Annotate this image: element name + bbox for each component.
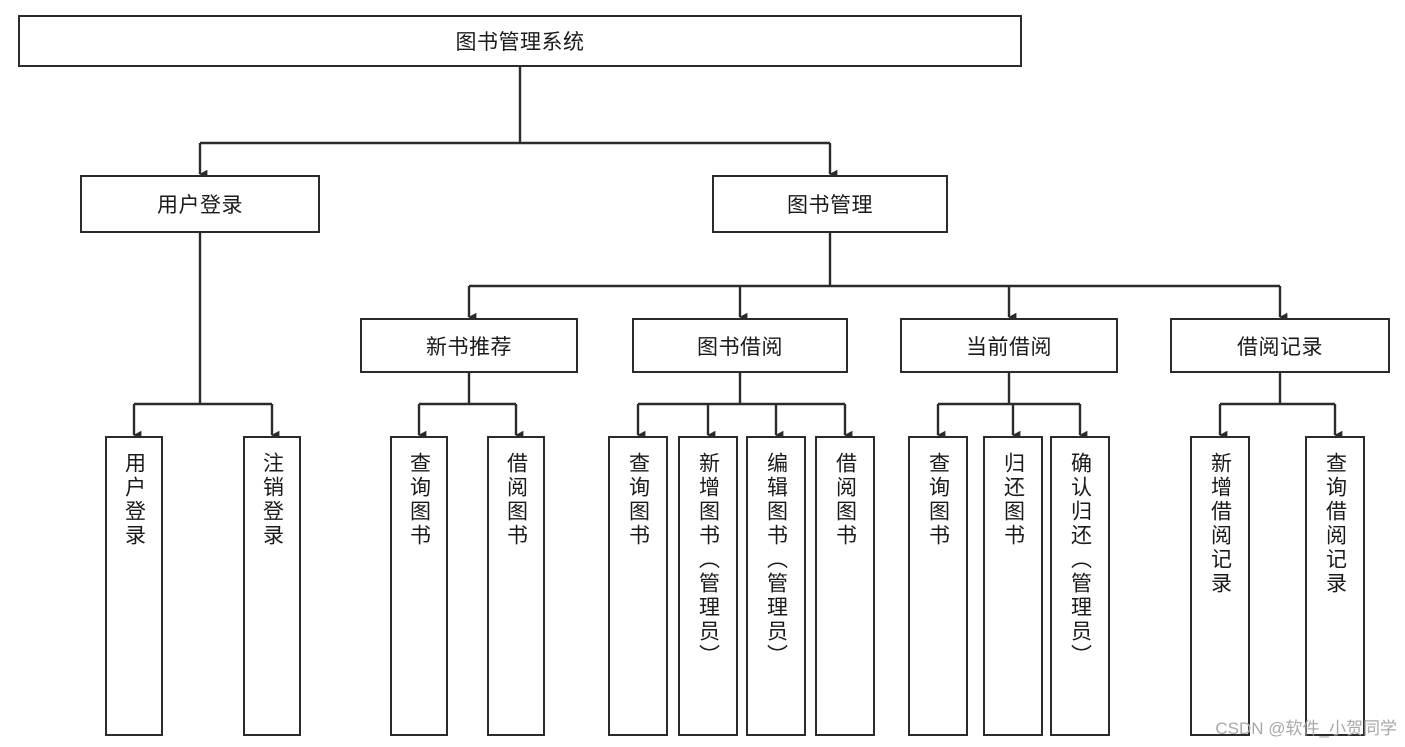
node-label: 新增借阅记录 [1208,452,1232,596]
node-label: 注销登录 [260,452,284,548]
node-leaf-nb-borrow[interactable]: 借阅图书 [487,436,545,736]
node-label: 确认归还（管理员） [1068,452,1092,668]
node-label: 编辑图书（管理员） [764,452,788,668]
node-login[interactable]: 用户登录 [80,175,320,233]
node-current[interactable]: 当前借阅 [900,318,1118,373]
node-leaf-bo-query[interactable]: 查询图书 [608,436,668,736]
node-label: 查询借阅记录 [1323,452,1347,596]
node-label: 图书借阅 [697,335,783,359]
node-records[interactable]: 借阅记录 [1170,318,1390,373]
node-label: 用户登录 [157,194,243,217]
node-label: 查询图书 [407,452,431,548]
node-label: 当前借阅 [966,335,1052,359]
node-newbooks[interactable]: 新书推荐 [360,318,578,373]
node-label: 新增图书（管理员） [696,452,720,668]
node-leaf-user-logout[interactable]: 注销登录 [243,436,301,736]
node-leaf-user-login[interactable]: 用户登录 [105,436,163,736]
node-leaf-nb-query[interactable]: 查询图书 [390,436,448,736]
node-leaf-cu-return[interactable]: 归还图书 [983,436,1043,736]
node-label: 查询图书 [626,452,650,548]
watermark: CSDN @软件_小贺同学 [1215,719,1397,738]
node-leaf-re-query[interactable]: 查询借阅记录 [1305,436,1365,736]
node-leaf-re-add[interactable]: 新增借阅记录 [1190,436,1250,736]
node-root[interactable]: 图书管理系统 [18,15,1022,67]
node-label: 查询图书 [926,452,950,548]
node-label: 图书管理系统 [455,31,585,54]
node-leaf-bo-borrow[interactable]: 借阅图书 [815,436,875,736]
node-leaf-cu-query[interactable]: 查询图书 [908,436,968,736]
node-label: 用户登录 [122,452,146,548]
node-borrow[interactable]: 图书借阅 [632,318,848,373]
node-label: 借阅图书 [504,452,528,548]
node-label: 借阅记录 [1237,335,1323,359]
node-leaf-cu-confirm[interactable]: 确认归还（管理员） [1050,436,1110,736]
node-leaf-bo-add[interactable]: 新增图书（管理员） [678,436,738,736]
node-label: 借阅图书 [833,452,857,548]
node-leaf-bo-edit[interactable]: 编辑图书（管理员） [746,436,806,736]
node-bookmgmt[interactable]: 图书管理 [712,175,948,233]
node-label: 归还图书 [1001,452,1025,548]
node-label: 新书推荐 [426,335,512,359]
node-label: 图书管理 [787,194,873,217]
